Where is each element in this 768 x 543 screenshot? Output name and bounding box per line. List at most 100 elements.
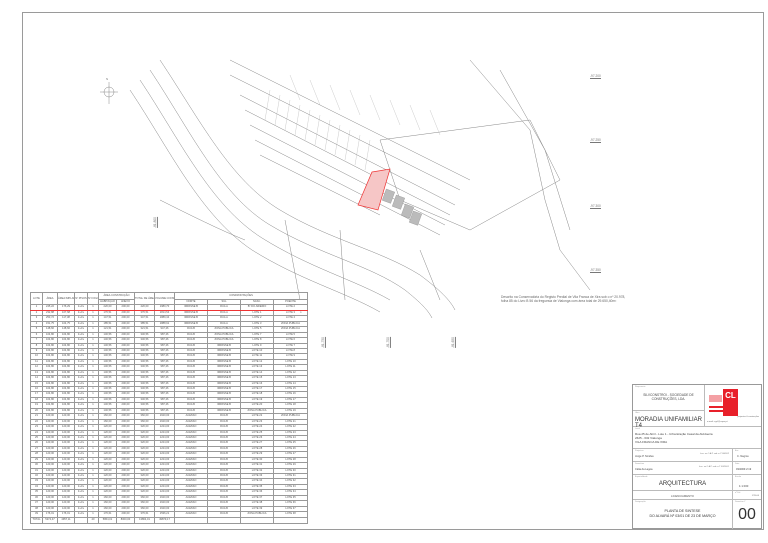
totals-cell xyxy=(207,516,241,524)
logo-mark xyxy=(709,395,722,402)
col-header: Nº PISOS xyxy=(74,291,88,306)
col-header: Nº FOGOS xyxy=(87,291,99,306)
drawing-number: 00 xyxy=(738,506,756,523)
totals-cell xyxy=(174,516,208,524)
specialty-label: Especialidade xyxy=(635,476,648,478)
coord-label: -97.300 xyxy=(590,204,601,209)
designation-line: DO ALVARÁ Nº 03/01 DE 23 DE MARÇO xyxy=(649,514,716,518)
table-cell: LOTE 25 xyxy=(272,440,309,447)
totals-cell: 40 xyxy=(87,516,99,524)
col-header: ÁREA xyxy=(42,291,58,306)
logo-cl: CL xyxy=(723,389,738,416)
col-header: CONFRONTAÇÕES xyxy=(173,292,309,300)
coord-label: -81.650 xyxy=(450,337,456,348)
date-value: 03/2009 2:19 xyxy=(736,468,752,471)
table-cell: LOTE 6 xyxy=(272,337,309,344)
table-cell: LOTE 16 xyxy=(272,391,309,398)
registry-note: Descrito na Conservatória do Registo Pre… xyxy=(501,295,626,304)
designation-line: PLANTA DE SINTESE xyxy=(664,509,701,513)
totals-cell xyxy=(240,516,274,524)
logo-stripe xyxy=(709,410,723,412)
coord-label: -81.750 xyxy=(320,337,326,348)
totals-cell: 4957,11 xyxy=(57,516,75,524)
coord-label: -97.350 xyxy=(590,268,601,273)
sub-header: POENTE xyxy=(272,298,309,306)
date-label: Data xyxy=(735,463,740,465)
title-block: Requerente SILVCONSTROI - SOCIEDADE DE C… xyxy=(632,384,762,529)
col-header: TOTAL DE ÁREA DE CONSTRUÇÃO xyxy=(134,291,155,306)
drawn-by: Célia da Lagoa xyxy=(635,468,653,471)
table-cell: LOTE 27 xyxy=(272,451,309,458)
author-name: Jorge P. Simões xyxy=(635,455,654,458)
coord-label: -81.800 xyxy=(152,217,158,228)
scale2-value: 1:1 000 xyxy=(739,484,749,488)
project-title: MORADIA UNIFAMILIAR T4 xyxy=(635,417,703,429)
table-cell: LOTE 36 xyxy=(272,500,309,507)
table-cell: LOTE 13 xyxy=(272,375,309,382)
table-cell: LOTE 10 xyxy=(272,358,309,366)
table-cell: LOTE 4 xyxy=(272,315,309,322)
table-cell: LOTE 19 xyxy=(272,407,309,415)
table-cell: ZONA PÚBLICA xyxy=(272,320,309,328)
table-cell: LOTE 30 xyxy=(272,467,309,475)
lots-table: LOTE ÁREA ÁREA IMPLANTAÇÃO Nº PISOS Nº F… xyxy=(30,291,309,524)
scale-value: C. Negros xyxy=(737,455,749,458)
sub-header: HABITAÇÃO xyxy=(98,298,117,306)
col-header: ÁREA CONSTRUÇÃO xyxy=(98,292,135,300)
totals-cell xyxy=(272,516,309,524)
client-label: Requerente xyxy=(635,386,646,388)
client-name: SILVCONSTROI - SOCIEDADE DE CONSTRUÇÕES,… xyxy=(643,393,694,401)
totals-cell: 8000,00 xyxy=(116,516,135,524)
table-cell: ZONA PÚBLICA xyxy=(272,413,309,420)
totals-cell: 49879,17 xyxy=(154,516,175,524)
table-cell: LOTE 18 xyxy=(272,402,309,409)
table-cell: LOTE 24 xyxy=(272,434,309,442)
totals-cell: 5274,47 xyxy=(42,516,58,524)
col-header: LOTE xyxy=(30,291,43,306)
table-cell: LOTE 12 xyxy=(272,369,309,377)
table-cell: LOTE 26 xyxy=(272,445,309,453)
table-cell: LOTE 31 xyxy=(272,472,309,480)
totals-cell: 13864,01 xyxy=(134,516,155,524)
table-cell: LOTE 37 xyxy=(272,505,309,513)
table-cell: LOTE 35 xyxy=(272,494,309,502)
table-cell: LOTE 11 xyxy=(272,364,309,371)
table-cell: LOTE 5 xyxy=(272,331,309,339)
coord-label: -81.700 xyxy=(385,337,391,348)
totals-cell xyxy=(74,516,88,524)
logo-subtitle: projectos & construções xyxy=(737,416,759,418)
table-cell: LOTE 14 xyxy=(272,380,309,388)
totals-cell: 5864,01 xyxy=(98,516,117,524)
col-header: VOLUME CONSTRUÇÃO xyxy=(154,291,175,306)
location-line: 2625 - 632 Vialonga xyxy=(635,436,662,440)
table-cell: LOTE 32 xyxy=(272,478,309,485)
